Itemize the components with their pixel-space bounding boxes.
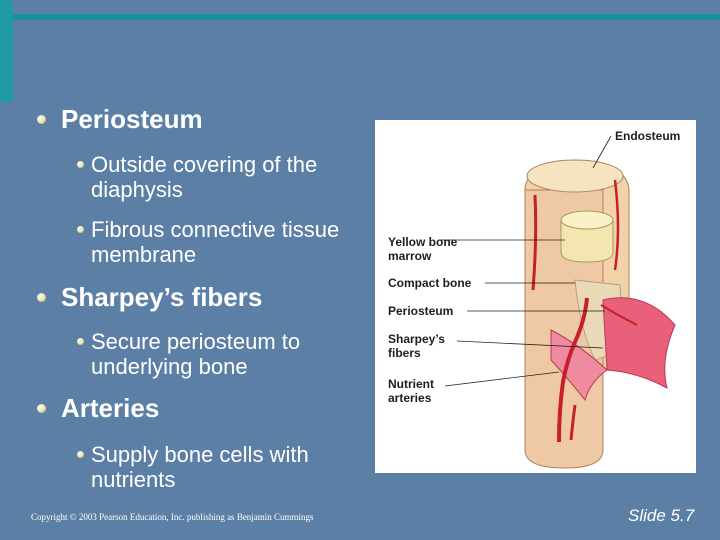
bullet-periosteum: Periosteum <box>37 104 203 134</box>
left-accent-bar <box>0 0 13 102</box>
bone-illustration <box>439 135 676 469</box>
leader-endosteum <box>592 135 612 169</box>
bullet-label: Arteries <box>61 393 160 423</box>
bullet-dot-icon <box>37 404 46 413</box>
copyright-notice: Copyright © 2003 Pearson Education, Inc.… <box>31 512 314 522</box>
label-yellow-marrow: Yellow bone marrow <box>388 235 458 263</box>
sub-bullet-text: Supply bone cells with nutrients <box>91 442 309 492</box>
sub-bullet-dot-icon <box>77 226 84 233</box>
leader-lines <box>439 135 612 387</box>
sub-bullet: Outside covering of the diaphysis <box>77 152 361 202</box>
yellow-marrow <box>560 219 614 263</box>
sub-bullet: Supply bone cells with nutrients <box>77 442 361 492</box>
label-compact-bone: Compact bone <box>388 276 472 290</box>
sub-bullet-dot-icon <box>77 338 84 345</box>
artery-branch <box>569 404 577 441</box>
sub-bullet-text: Secure periosteum to underlying bone <box>91 329 301 379</box>
bullet-label: Periosteum <box>61 104 203 134</box>
sub-bullet-text: Outside covering of the diaphysis <box>91 152 318 202</box>
leader-nutrient-arteries <box>444 371 560 387</box>
artery-branch-left <box>531 194 538 291</box>
bullet-dot-icon <box>37 293 46 302</box>
nutrient-artery <box>557 297 589 443</box>
artery-branch-right <box>613 179 620 271</box>
slide-number: Slide 5.7 <box>628 506 695 525</box>
cut-surface <box>526 159 624 193</box>
sub-bullet-dot-icon <box>77 161 84 168</box>
leader-sharpeys <box>456 340 604 349</box>
label-periosteum: Periosteum <box>388 304 454 318</box>
marrow-top <box>560 210 614 230</box>
label-sharpeys-fibers: Sharpey’s fibers <box>388 332 445 360</box>
sub-bullet: Secure periosteum to underlying bone <box>77 329 361 379</box>
bullet-list: Periosteum Outside covering of the diaph… <box>0 0 360 500</box>
sub-bullet-text: Fibrous connective tissue membrane <box>91 217 340 267</box>
bullet-label: Sharpey’s fibers <box>61 282 263 312</box>
bone-diagram: Endosteum Yellow bone marrow Compact bon… <box>375 120 696 473</box>
bullet-sharpeys-fibers: Sharpey’s fibers <box>37 282 262 312</box>
periosteum-flap <box>602 297 676 389</box>
label-nutrient-arteries: Nutrient arteries <box>388 377 434 405</box>
bullet-dot-icon <box>37 115 46 124</box>
label-endosteum: Endosteum <box>615 129 681 143</box>
artery-branch-fibers <box>600 304 638 326</box>
sub-bullet-dot-icon <box>77 451 84 458</box>
top-accent-rule <box>0 14 720 20</box>
bullet-arteries: Arteries <box>37 393 159 423</box>
sub-bullet: Fibrous connective tissue membrane <box>77 217 361 267</box>
